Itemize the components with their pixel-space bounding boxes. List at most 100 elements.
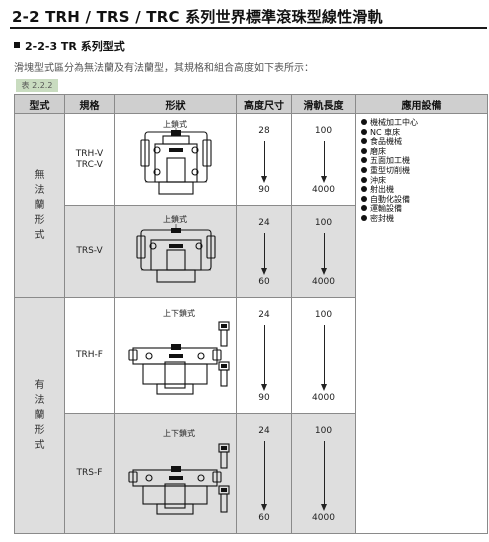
applications-cell: 機械加工中心 NC 車床 食品機械 磨床 五面加工機 重型切削機 沖床 射出機 … [355, 113, 488, 534]
block-flange-drawing [128, 321, 230, 395]
title-rule [10, 27, 487, 29]
type-char: 形 [34, 215, 45, 226]
application-label: 射出機 [370, 185, 394, 195]
lock-type-label: 上鎖式 [163, 215, 187, 224]
model-label: TRS-V [76, 246, 103, 256]
type-cell-flange: 有 法 蘭 形 式 [14, 297, 65, 534]
height-max: 90 [258, 393, 270, 403]
lock-type-label: 上鎖式 [163, 120, 187, 129]
application-label: 重型切削機 [370, 165, 410, 175]
type-char: 有 [34, 380, 45, 391]
model-cell: TRH-V TRC-V [64, 113, 115, 206]
range-line [323, 233, 325, 270]
list-item: 沖床 [361, 176, 487, 186]
down-arrow-icon [261, 176, 267, 183]
list-item: 密封機 [361, 214, 487, 224]
application-label: 五面加工機 [370, 156, 410, 166]
square-bullet-icon [14, 42, 20, 48]
col-header-type: 型式 [14, 94, 65, 114]
type-char: 蘭 [34, 410, 45, 421]
down-arrow-icon [320, 268, 327, 275]
col-header-height: 高度尺寸 [236, 94, 292, 114]
bullet-icon [361, 157, 367, 164]
table-tag: 表 2.2.2 [16, 79, 58, 92]
lock-type-label: 上下鎖式 [163, 429, 195, 438]
bullet-icon [361, 176, 367, 183]
shape-cell: 上下鎖式 [114, 413, 237, 534]
table-row: 無 法 蘭 形 式 TRH-V TRC-V 上鎖式 [14, 113, 488, 534]
type-char: 法 [34, 395, 45, 406]
rail-min: 100 [314, 426, 333, 436]
bullet-icon [361, 205, 367, 212]
application-label: 機械加工中心 [370, 118, 418, 127]
range-line [264, 233, 265, 270]
model-label: TRH-V [75, 148, 104, 159]
height-max: 90 [258, 185, 270, 195]
height-max: 60 [258, 277, 270, 287]
list-item: 磨床 [361, 147, 487, 157]
down-arrow-icon [261, 268, 267, 275]
application-label: 自動化設備 [370, 194, 410, 204]
section-heading: 2-2-3 TR 系列型式 [14, 38, 125, 54]
height-min: 24 [258, 426, 270, 436]
table-row: TRS-F 上下鎖式 [15, 413, 488, 534]
type-char: 形 [34, 425, 45, 436]
rail-length-cell: 100 4000 [291, 205, 356, 298]
applications-list: 機械加工中心 NC 車床 食品機械 磨床 五面加工機 重型切削機 沖床 射出機 … [361, 118, 487, 224]
height-min: 24 [258, 218, 270, 228]
rail-max: 4000 [312, 393, 335, 403]
col-header-rail-length: 滑軌長度 [291, 94, 356, 114]
bullet-icon [361, 147, 367, 154]
list-item: NC 車床 [361, 128, 487, 138]
list-item: 食品機械 [361, 137, 487, 147]
application-label: 磨床 [370, 146, 386, 156]
bullet-icon [361, 128, 367, 135]
shape-cell: 上鎖式 [114, 205, 237, 298]
down-arrow-icon [320, 176, 327, 183]
bullet-icon [361, 186, 367, 193]
block-flange-low-drawing [128, 443, 230, 515]
type-char: 式 [34, 230, 45, 241]
bullet-icon [361, 166, 367, 173]
type-cell-no-flange: 無 法 蘭 形 式 [14, 113, 65, 298]
rail-max: 4000 [312, 277, 335, 287]
rail-length-cell: 100 4000 [291, 413, 356, 534]
application-label: NC 車床 [370, 127, 401, 137]
table-header-row: 型式 規格 形狀 高度尺寸 滑軌長度 應用設備 [14, 94, 488, 114]
list-item: 自動化設備 [361, 195, 487, 205]
list-item: 運輸設備 [361, 204, 487, 214]
model-label: TRC-V [76, 159, 103, 170]
model-cell: TRH-F [64, 297, 115, 414]
section-heading-text: 2-2-3 TR 系列型式 [25, 40, 125, 53]
type-char: 蘭 [34, 200, 45, 211]
down-arrow-icon [261, 384, 267, 391]
application-label: 運輸設備 [370, 204, 402, 214]
bullet-icon [361, 195, 367, 202]
col-header-model: 規格 [64, 94, 115, 114]
type-char: 法 [34, 185, 45, 196]
range-line [264, 441, 265, 506]
range-line [323, 141, 325, 178]
model-label: TRS-F [76, 468, 103, 478]
height-max: 60 [258, 513, 270, 523]
height-min: 24 [258, 310, 270, 320]
application-label: 食品機械 [370, 137, 402, 147]
height-range-cell: 24 90 [236, 297, 292, 414]
down-arrow-icon [320, 504, 327, 511]
rail-min: 100 [314, 218, 333, 228]
height-min: 28 [258, 126, 270, 136]
rail-length-cell: 100 4000 [291, 297, 356, 414]
model-cell: TRS-V [64, 205, 115, 298]
table-row: TRS-V 上鎖式 [15, 205, 488, 298]
down-arrow-icon [261, 504, 267, 511]
range-line [323, 325, 325, 386]
shape-cell: 上下鎖式 [114, 297, 237, 414]
shape-cell: 上鎖式 [114, 113, 237, 206]
model-label: TRH-F [76, 350, 103, 360]
rail-min: 100 [314, 310, 333, 320]
range-line [323, 441, 325, 506]
range-line [264, 141, 265, 178]
table-row: 有 法 蘭 形 式 TRH-F 上下鎖式 [14, 297, 488, 534]
rail-max: 4000 [312, 185, 335, 195]
block-low-profile-drawing [136, 224, 216, 283]
